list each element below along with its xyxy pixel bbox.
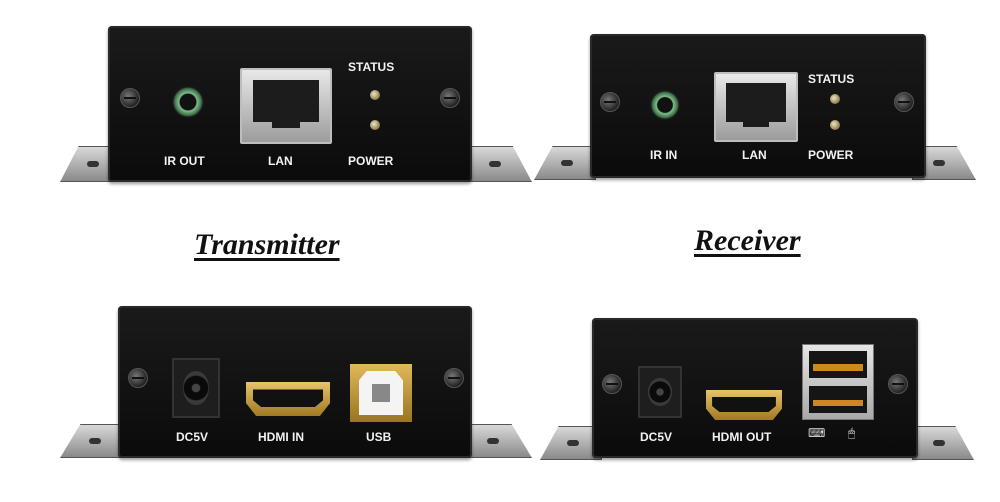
receiver-front-unit: IR IN LAN STATUS POWER [534, 34, 976, 180]
transmitter-caption: Transmitter [194, 228, 340, 261]
lan-port [714, 72, 798, 142]
hdmi-in-label: HDMI IN [258, 430, 304, 444]
hdmi-out-port [706, 390, 782, 420]
power-led [370, 120, 380, 130]
front-panel: IR IN LAN STATUS POWER [590, 34, 926, 178]
screw-icon [440, 88, 460, 108]
transmitter-rear-unit: DC5V HDMI IN USB [60, 306, 532, 460]
ir-out-jack [172, 86, 204, 118]
rear-panel: DC5V HDMI OUT ⌨ 🖱 [592, 318, 918, 458]
status-label: STATUS [808, 72, 855, 86]
status-label: STATUS [348, 60, 395, 74]
hdmi-in-port [246, 382, 330, 416]
lan-label: LAN [268, 154, 293, 168]
ir-out-label: IR OUT [164, 154, 205, 168]
power-label: POWER [808, 148, 854, 162]
screw-icon [894, 92, 914, 112]
mounting-flange-right [464, 424, 532, 458]
dc5v-label: DC5V [176, 430, 209, 444]
usb-a-dual-port [802, 344, 874, 420]
mounting-flange-left [534, 146, 596, 180]
power-led [830, 120, 840, 130]
status-led [370, 90, 380, 100]
mounting-flange-right [912, 426, 974, 460]
keyboard-icon: ⌨ [808, 426, 826, 440]
screw-icon [888, 374, 908, 394]
screw-icon [444, 368, 464, 388]
usb-label: USB [366, 430, 392, 444]
rear-panel: DC5V HDMI IN USB [118, 306, 472, 458]
transmitter-front-unit: IR OUT LAN STATUS POWER [60, 26, 532, 184]
ir-in-label: IR IN [650, 148, 678, 162]
receiver-caption: Receiver [694, 224, 801, 257]
power-label: POWER [348, 154, 394, 168]
screw-icon [602, 374, 622, 394]
dc5v-label: DC5V [640, 430, 673, 444]
status-led [830, 94, 840, 104]
screw-icon [600, 92, 620, 112]
dc-power-jack [172, 358, 220, 418]
screw-icon [128, 368, 148, 388]
mouse-icon: 🖱 [848, 426, 856, 440]
screw-icon [120, 88, 140, 108]
front-panel: IR OUT LAN STATUS POWER [108, 26, 472, 182]
mounting-flange-right [468, 146, 532, 182]
lan-label: LAN [742, 148, 767, 162]
usb-b-port [350, 364, 412, 422]
receiver-rear-unit: DC5V HDMI OUT ⌨ 🖱 [540, 318, 974, 460]
hdmi-out-label: HDMI OUT [712, 430, 772, 444]
lan-port [240, 68, 332, 144]
dc-power-jack [638, 366, 682, 418]
ir-in-jack [650, 90, 680, 120]
